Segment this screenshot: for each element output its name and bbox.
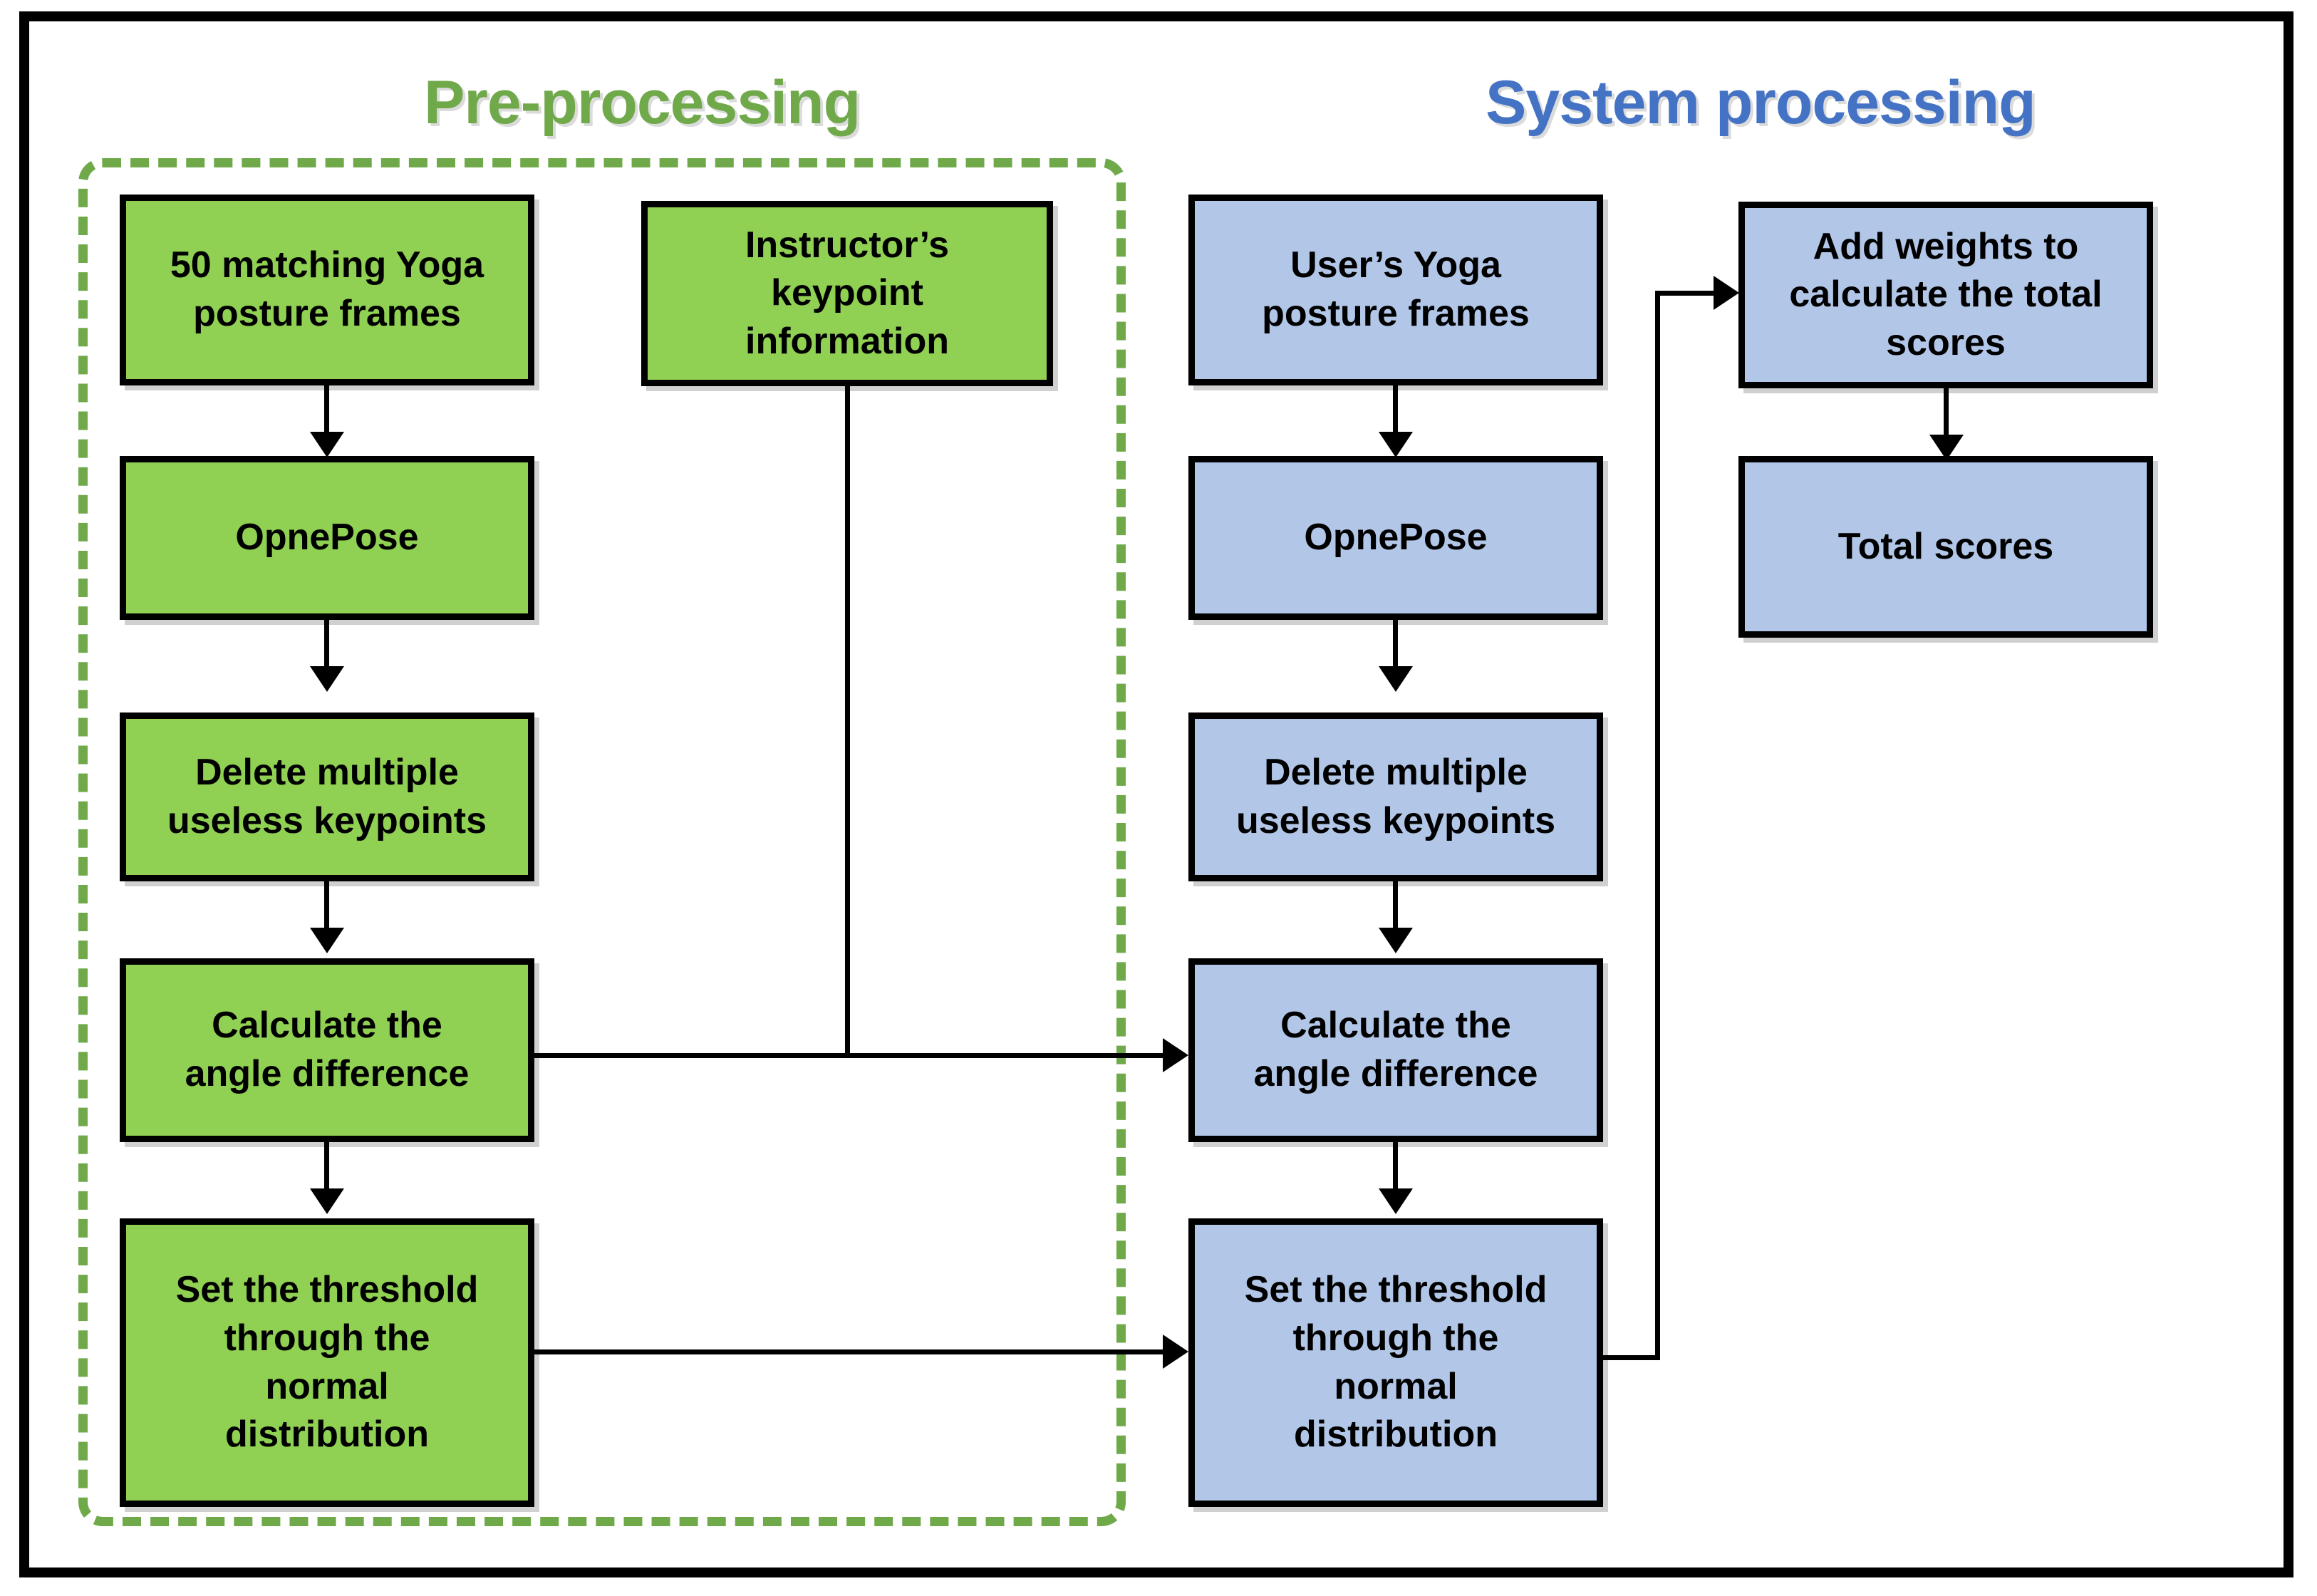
node-line: posture frames [1262, 293, 1530, 334]
node-line: useless keypoints [1236, 799, 1555, 841]
arrowhead-down [1379, 666, 1413, 692]
node-line: angle difference [185, 1053, 470, 1094]
node-line: Calculate the [212, 1005, 442, 1047]
node-line: Total scores [1837, 525, 2054, 567]
node-line: through the [224, 1317, 430, 1359]
connector-frames-to-openpose-left [324, 385, 329, 446]
node-delete-useless-keypoints-right[interactable]: Delete multiple useless keypoints [1188, 712, 1603, 881]
node-calculate-angle-difference-left[interactable]: Calculate the angle difference [120, 958, 534, 1142]
node-calculate-angle-difference-right[interactable]: Calculate the angle difference [1188, 958, 1603, 1142]
node-line: Set the threshold [175, 1269, 479, 1311]
node-line: distribution [1294, 1414, 1498, 1456]
node-set-threshold-normal-distribution-left[interactable]: Set the threshold through the normal dis… [120, 1218, 534, 1507]
node-line: normal [1334, 1365, 1458, 1407]
node-line: Delete multiple [1264, 751, 1528, 793]
node-add-weights-total-scores[interactable]: Add weights to calculate the total score… [1738, 202, 2153, 388]
arrowhead-down [310, 1188, 344, 1214]
node-line: Instructor’s [745, 224, 950, 266]
node-line: User’s Yoga [1290, 244, 1501, 286]
arrowhead-down [310, 432, 344, 457]
node-line: OpnePose [1304, 517, 1488, 559]
arrowhead-down [1379, 432, 1413, 457]
node-set-threshold-normal-distribution-right[interactable]: Set the threshold through the normal dis… [1188, 1218, 1603, 1507]
node-line: 50 matching Yoga [170, 244, 484, 286]
connector-frames-to-openpose-right [1393, 385, 1398, 446]
arrowhead-down [1379, 1188, 1413, 1214]
connector-delete-to-angle-right [1393, 881, 1398, 942]
node-line: Add weights to [1813, 225, 2079, 267]
node-line: through the [1292, 1317, 1499, 1359]
node-openpose-left[interactable]: OpnePose [120, 456, 534, 620]
connector-threshold-left-to-threshold-right [534, 1349, 1176, 1354]
preprocessing-group-boundary [78, 158, 1126, 1526]
node-total-scores[interactable]: Total scores [1738, 456, 2153, 638]
connector-riser-to-add-weights [1655, 291, 1726, 296]
connector-angle-to-threshold-left [324, 1142, 329, 1203]
connector-instructor-to-angle-arrow [845, 386, 850, 1057]
arrowhead-down [1379, 928, 1413, 953]
node-line: distribution [225, 1414, 429, 1456]
connector-weights-to-total [1944, 388, 1949, 449]
arrowhead-right [1163, 1335, 1188, 1369]
arrowhead-down [310, 928, 344, 953]
connector-threshold-right-out [1603, 1355, 1660, 1360]
node-line: keypoint [771, 272, 923, 314]
node-line: information [745, 320, 949, 362]
node-line: scores [1886, 321, 2006, 363]
node-line: posture frames [193, 293, 461, 334]
preprocessing-title: Pre-processing [424, 68, 861, 137]
connector-angle-to-threshold-right [1393, 1142, 1398, 1203]
arrowhead-down [310, 666, 344, 692]
node-user-yoga-posture-frames[interactable]: User’s Yoga posture frames [1188, 195, 1603, 385]
arrowhead-right [1714, 276, 1739, 310]
node-line: calculate the total [1789, 274, 2103, 316]
connector-threshold-right-riser [1655, 291, 1660, 1360]
node-line: Calculate the [1280, 1005, 1511, 1047]
node-50-matching-yoga-posture-frames[interactable]: 50 matching Yoga posture frames [120, 195, 534, 385]
system-processing-title: System processing [1486, 68, 2036, 137]
arrowhead-right [1163, 1038, 1188, 1072]
node-line: useless keypoints [167, 799, 487, 841]
node-line: angle difference [1253, 1053, 1538, 1094]
node-line: Delete multiple [195, 751, 459, 793]
node-line: Set the threshold [1244, 1269, 1548, 1311]
node-line: normal [265, 1365, 389, 1407]
node-delete-useless-keypoints-left[interactable]: Delete multiple useless keypoints [120, 712, 534, 881]
node-line: OpnePose [235, 517, 419, 559]
connector-openpose-to-delete-right [1393, 620, 1398, 680]
connector-angle-left-to-angle-right [534, 1053, 1176, 1058]
outer-frame [19, 11, 2293, 1577]
connector-delete-to-angle-left [324, 881, 329, 942]
connector-openpose-to-delete-left [324, 620, 329, 680]
node-openpose-right[interactable]: OpnePose [1188, 456, 1603, 620]
node-instructor-keypoint-information[interactable]: Instructor’s keypoint information [641, 201, 1053, 386]
